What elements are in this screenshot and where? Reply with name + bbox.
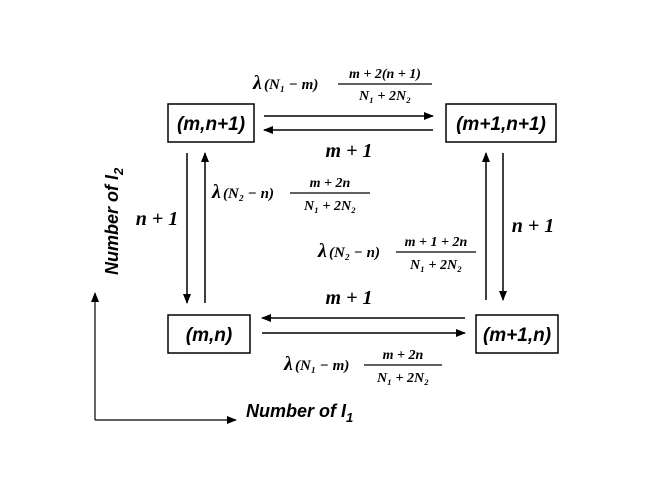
rate-left-down: n + 1 — [136, 208, 179, 230]
rate-right-up-numerator: m + 1 + 2n — [405, 235, 468, 250]
rate-top-forward-lambda: λ — [252, 72, 262, 94]
rate-top-forward: λ (N₁ − m) m + 2(n + 1) N₁ + 2N₂ — [252, 67, 432, 104]
state-box-top-right: (m+1,n+1) — [445, 103, 557, 143]
x-axis-label-subscript: 1 — [346, 410, 353, 425]
state-box-bottom-right: (m+1,n) — [475, 314, 559, 354]
rate-right-up-paren: (N₂ − n) — [329, 245, 380, 261]
x-axis-label-text: Number of I — [246, 401, 347, 421]
state-box-bottom-left: (m,n) — [167, 314, 251, 354]
x-axis-label: Number of I1 — [246, 401, 353, 425]
rate-right-up-lambda: λ — [317, 240, 327, 262]
y-axis-label-subscript: 2 — [111, 167, 126, 176]
rate-bottom-forward-lambda: λ — [283, 353, 293, 375]
rate-left-up-paren: (N₂ − n) — [223, 186, 274, 202]
rate-top-forward-numerator: m + 2(n + 1) — [349, 67, 421, 82]
y-axis-label: Number of I2 — [102, 167, 126, 275]
rate-right-up-denominator: N₁ + 2N₂ — [409, 258, 462, 273]
rate-top-back: m + 1 — [326, 140, 373, 162]
rate-bottom-forward-paren: (N₁ − m) — [295, 358, 349, 374]
rate-right-up: λ (N₂ − n) m + 1 + 2n N₁ + 2N₂ — [317, 235, 476, 273]
rate-bottom-forward-numerator: m + 2n — [383, 348, 424, 363]
rate-right-down: n + 1 — [512, 215, 555, 237]
state-label-bottom-left: (m,n) — [186, 325, 232, 346]
rate-left-up-lambda: λ — [211, 181, 221, 203]
rate-left-up-denominator: N₁ + 2N₂ — [303, 199, 356, 214]
state-label-top-right: (m+1,n+1) — [456, 114, 546, 135]
state-label-bottom-right: (m+1,n) — [483, 325, 551, 346]
rate-left-up: λ (N₂ − n) m + 2n N₁ + 2N₂ — [211, 176, 370, 214]
rate-top-forward-denominator: N₁ + 2N₂ — [358, 89, 411, 104]
rate-left-up-numerator: m + 2n — [310, 176, 351, 191]
state-label-top-left: (m,n+1) — [177, 114, 245, 135]
state-box-top-left: (m,n+1) — [167, 103, 255, 143]
rate-bottom-back: m + 1 — [326, 287, 373, 309]
rate-top-forward-paren: (N₁ − m) — [264, 77, 318, 93]
rate-bottom-forward: λ (N₁ − m) m + 2n N₁ + 2N₂ — [283, 348, 442, 386]
y-axis-label-text: Number of I — [102, 174, 122, 275]
rate-bottom-forward-denominator: N₁ + 2N₂ — [376, 371, 429, 386]
